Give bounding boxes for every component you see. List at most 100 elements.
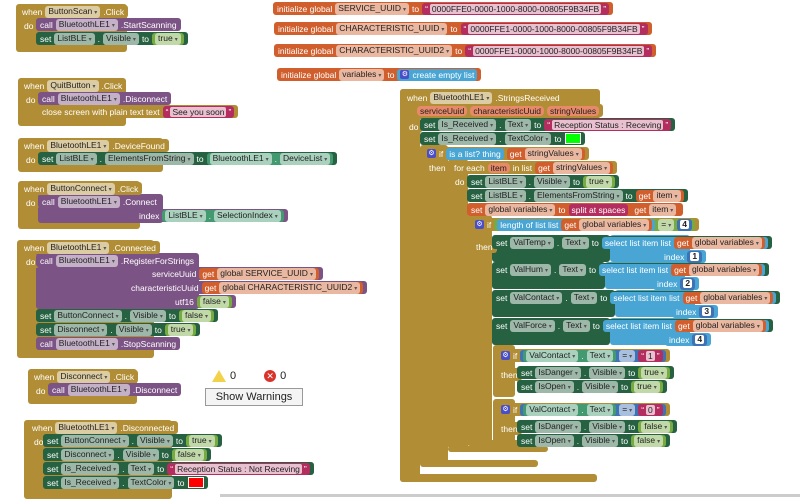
field-dropdown[interactable]: ListBLE▾	[56, 152, 97, 165]
field-dropdown[interactable]: global variables▾	[689, 263, 760, 276]
text-block[interactable]: “0000FFE0-0000-1000-8000-00805F9B34FB”	[422, 2, 610, 15]
gear-icon[interactable]: ⚙	[501, 405, 510, 414]
field-dropdown[interactable]: variables▾	[339, 68, 385, 81]
color-swatch[interactable]	[564, 133, 581, 144]
field-dropdown[interactable]: stringValues▾	[552, 161, 611, 174]
field-dropdown[interactable]: ListBLE▾	[165, 209, 206, 222]
strings-received-row[interactable]: then	[497, 368, 522, 381]
logic-block[interactable]: true▾	[152, 32, 184, 45]
horizontal-scrollbar[interactable]	[220, 494, 800, 497]
field-dropdown[interactable]: BluetoothLE1▾	[55, 337, 118, 350]
field-dropdown[interactable]: false▾	[174, 448, 204, 461]
text-block[interactable]: “Reception Status : Receving”	[544, 118, 672, 131]
field-dropdown[interactable]: ValContact▾	[526, 403, 579, 416]
field-dropdown[interactable]: BluetoothLE1▾	[47, 241, 110, 254]
field-dropdown[interactable]: CHARACTERISTIC_UUID▾	[336, 22, 448, 35]
quitbutton-click-row[interactable]: close screen with plain text text“See yo…	[38, 105, 239, 118]
event-block-body[interactable]	[420, 460, 538, 467]
field-dropdown[interactable]: Is_Received▾	[61, 462, 120, 475]
gear-icon[interactable]: ⚙	[475, 220, 484, 229]
logic-block[interactable]: true▾	[164, 323, 197, 336]
field-dropdown[interactable]: false▾	[641, 420, 671, 433]
field-dropdown[interactable]: BluetoothLE1▾	[57, 92, 120, 105]
field-dropdown[interactable]: ButtonScan▾	[45, 5, 101, 18]
show-warnings-button[interactable]: Show Warnings	[205, 388, 303, 406]
field-dropdown[interactable]: IsOpen▾	[535, 434, 574, 447]
parameter-name[interactable]: item	[487, 162, 510, 173]
text-string[interactable]: “See you soon”	[166, 106, 231, 117]
field-dropdown[interactable]: true▾	[634, 380, 660, 393]
field-dropdown[interactable]: ValForce▾	[510, 319, 555, 332]
field-dropdown[interactable]: ValHum▾	[510, 263, 551, 276]
connected-row[interactable]: do	[22, 255, 40, 268]
devicefound-row[interactable]: do	[22, 153, 40, 166]
logic-block[interactable]: true▾	[638, 366, 670, 379]
field-dropdown[interactable]: Visible▾	[589, 366, 626, 379]
field-dropdown[interactable]: Is_Received▾	[438, 132, 497, 145]
disconnect-click-row[interactable]: do	[32, 384, 50, 397]
text-block[interactable]: “See you soon”	[162, 105, 235, 118]
number-value[interactable]: 1	[690, 251, 700, 261]
field-dropdown[interactable]: false▾	[181, 309, 211, 322]
text-string[interactable]: “0000FFE1-0000-1000-8000-00805F9B34FB”	[468, 45, 649, 56]
string-value[interactable]: 0000FFE0-0000-1000-8000-00805F9B34FB	[429, 3, 602, 14]
field-dropdown[interactable]: global SERVICE_UUID▾	[217, 267, 316, 280]
comp-block[interactable]: ListBLE▾.SelectionIndex▾	[162, 209, 284, 222]
list-block[interactable]: ⚙create empty list	[397, 68, 478, 81]
field-dropdown[interactable]: =▾	[658, 218, 675, 231]
field-dropdown[interactable]: CHARACTERISTIC_UUID2▾	[336, 44, 453, 57]
field-dropdown[interactable]: BluetoothLE1▾	[47, 139, 110, 152]
comp-block[interactable]: ValContact▾.Text▾	[523, 349, 617, 362]
text-string[interactable]: “0000FFE0-0000-1000-8000-00805F9B34FB”	[425, 3, 606, 14]
field-dropdown[interactable]: stringValues▾	[524, 147, 582, 160]
comp-block[interactable]: BluetoothLE1▾.DeviceList▾	[206, 152, 334, 165]
event-block-body[interactable]	[448, 159, 468, 449]
parameter-name[interactable]: stringValues	[546, 105, 600, 116]
text-block[interactable]: “Reception Status : Not Receving”	[167, 462, 310, 475]
field-dropdown[interactable]: BluetoothLE1▾	[57, 195, 120, 208]
field-dropdown[interactable]: Is_Received▾	[61, 476, 120, 489]
field-dropdown[interactable]: ValTemp▾	[510, 236, 554, 249]
field-dropdown[interactable]: true▾	[586, 175, 612, 188]
buttonscan-click-row[interactable]: do	[20, 19, 38, 32]
string-value[interactable]: 1	[646, 350, 655, 361]
parameter-name[interactable]: serviceUuid	[417, 105, 468, 116]
field-dropdown[interactable]: Disconnect▾	[54, 323, 108, 336]
string-value[interactable]: 0000FFE1-0000-1000-8000-00805F9B34FB	[468, 23, 640, 34]
logic-block[interactable]: true▾	[583, 175, 615, 188]
field-dropdown[interactable]: Text▾	[559, 263, 586, 276]
string-value[interactable]: 0000FFE1-0000-1000-8000-00805F9B34FB	[473, 45, 645, 56]
field-dropdown[interactable]: QuitButton▾	[47, 79, 99, 92]
field-dropdown[interactable]: global variables▾	[579, 218, 650, 231]
